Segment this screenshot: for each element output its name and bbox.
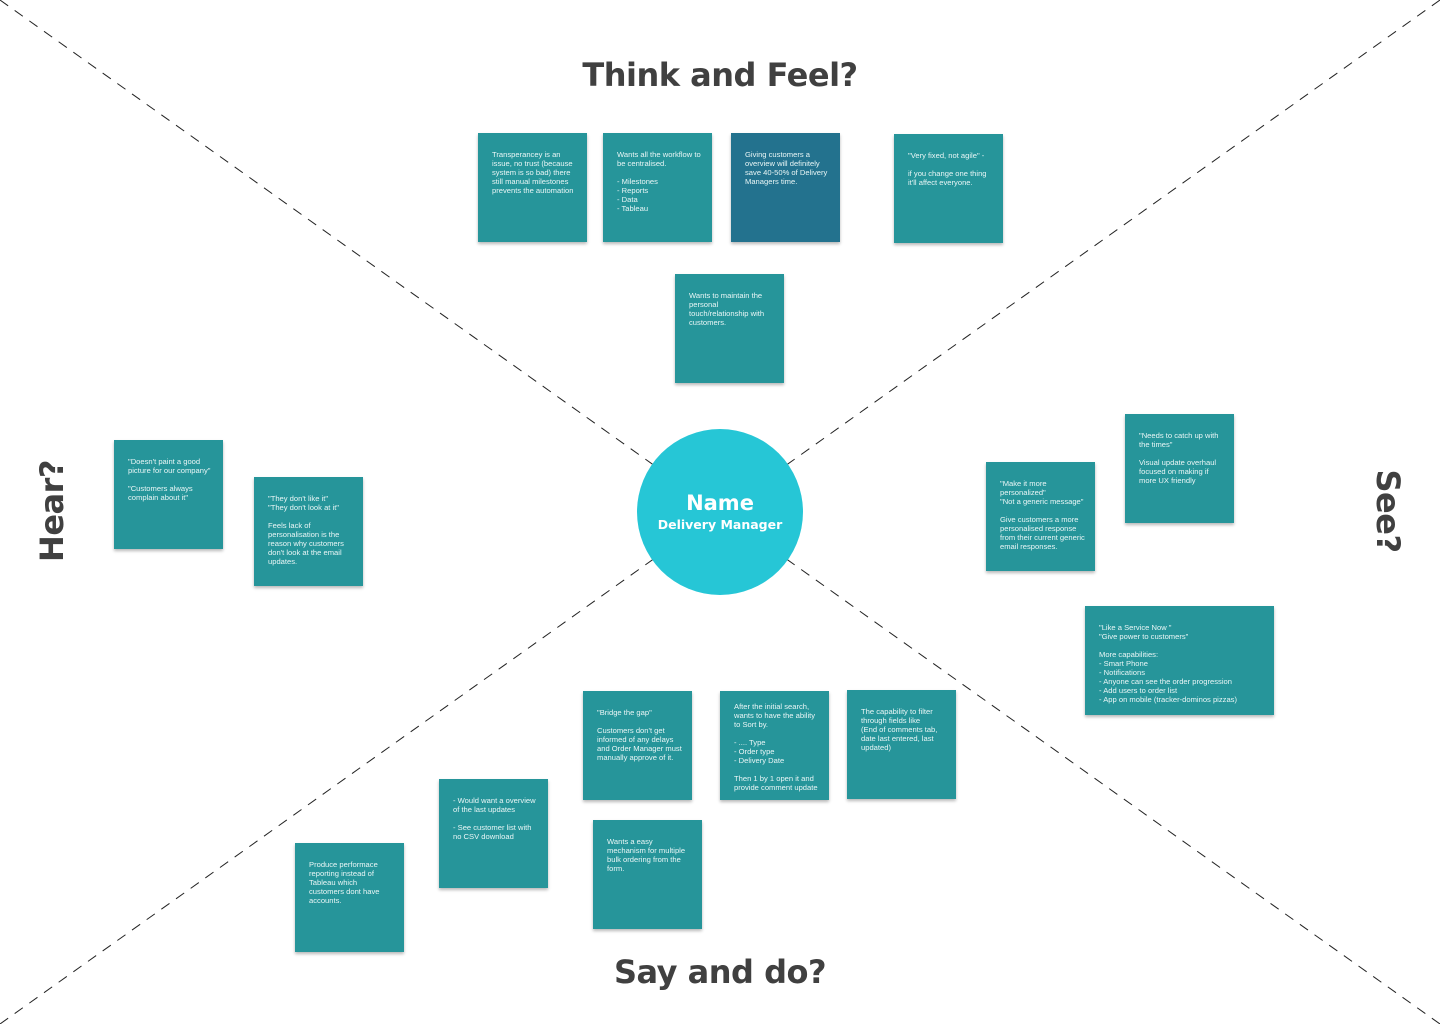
persona-role: Delivery Manager <box>657 517 783 532</box>
sticky-note-say[interactable]: Produce performace reporting instead of … <box>295 843 404 952</box>
sticky-note-say[interactable]: "Bridge the gap" Customers don't get inf… <box>583 691 692 800</box>
divider-bottom-left <box>0 557 656 1024</box>
sticky-note-think-highlighted[interactable]: Giving customers a overview will definit… <box>731 133 840 242</box>
quadrant-label-see: See? <box>1369 469 1407 553</box>
divider-top-left <box>0 0 656 467</box>
sticky-note-say[interactable]: Wants a easy mechanism for multiple bulk… <box>593 820 702 929</box>
sticky-note-see[interactable]: "Make it more personalized" "Not a gener… <box>986 462 1095 571</box>
sticky-note-say[interactable]: The capability to filter through fields … <box>847 690 956 799</box>
sticky-note-see[interactable]: "Needs to catch up with the times" Visua… <box>1125 414 1234 523</box>
sticky-note-hear[interactable]: "Doesn't paint a good picture for our co… <box>114 440 223 549</box>
sticky-note-hear[interactable]: "They don't like it" "They don't look at… <box>254 477 363 586</box>
sticky-note-think[interactable]: Transperancey is an issue, no trust (bec… <box>478 133 587 242</box>
sticky-note-see[interactable]: "Like a Service Now " "Give power to cus… <box>1085 606 1274 715</box>
divider-bottom-right <box>784 557 1440 1024</box>
persona-circle[interactable]: Name Delivery Manager <box>637 429 803 595</box>
sticky-note-think[interactable]: Wants to maintain the personal touch/rel… <box>675 274 784 383</box>
quadrant-label-say-do: Say and do? <box>613 953 827 991</box>
divider-top-right <box>784 0 1440 467</box>
sticky-note-say[interactable]: After the initial search, wants to have … <box>720 691 829 800</box>
quadrant-label-think-feel: Think and Feel? <box>582 56 858 94</box>
sticky-note-think[interactable]: Wants all the workflow to be centralised… <box>603 133 712 242</box>
sticky-note-say[interactable]: - Would want a overview of the last upda… <box>439 779 548 888</box>
persona-name: Name <box>686 491 754 515</box>
quadrant-label-hear: Hear? <box>33 460 71 562</box>
sticky-note-think[interactable]: "Very fixed, not agile" - if you change … <box>894 134 1003 243</box>
